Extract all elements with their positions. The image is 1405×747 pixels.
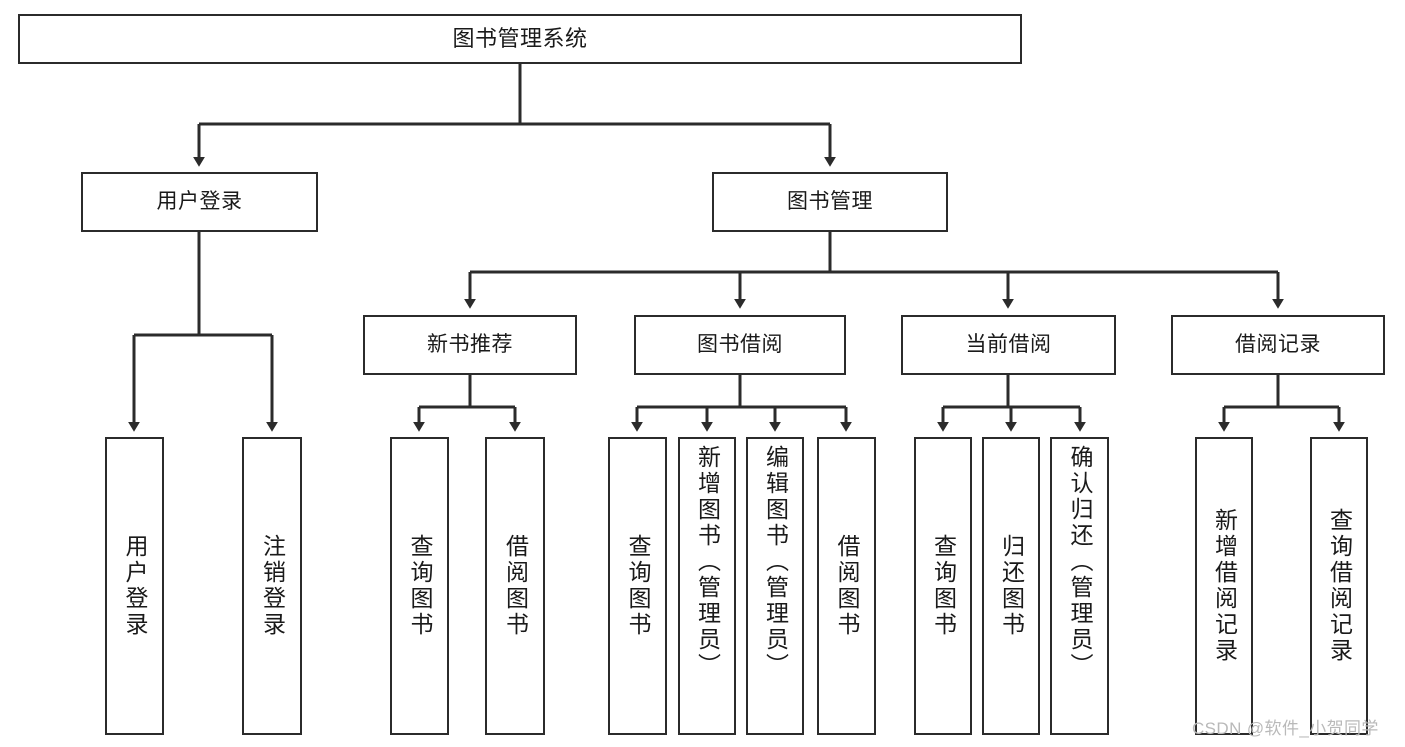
node-book-borrow-label: 图书借阅: [697, 332, 783, 356]
node-new-book-rec[interactable]: 新书推荐: [363, 315, 577, 375]
node-new-book-rec-label: 新书推荐: [427, 332, 513, 356]
node-leaf-user-login-label: 用户登录: [122, 534, 148, 638]
node-leaf-add-book-label: 新增图书（管理员）: [694, 445, 721, 679]
node-borrow-record-label: 借阅记录: [1235, 332, 1321, 356]
node-leaf-query-book-1[interactable]: 查询图书: [390, 437, 449, 735]
node-current-borrow[interactable]: 当前借阅: [901, 315, 1116, 375]
node-user-login[interactable]: 用户登录: [81, 172, 318, 232]
node-leaf-return-book-label: 归还图书: [998, 534, 1025, 638]
node-root-label: 图书管理系统: [452, 26, 588, 52]
node-borrow-record[interactable]: 借阅记录: [1171, 315, 1385, 375]
node-leaf-logout[interactable]: 注销登录: [242, 437, 302, 735]
node-book-manage-label: 图书管理: [787, 189, 873, 213]
node-book-borrow[interactable]: 图书借阅: [634, 315, 846, 375]
node-leaf-query-book-1-label: 查询图书: [407, 534, 433, 638]
node-leaf-query-book-2[interactable]: 查询图书: [608, 437, 667, 735]
node-leaf-edit-book-label: 编辑图书（管理员）: [762, 445, 789, 679]
node-leaf-query-book-3[interactable]: 查询图书: [914, 437, 972, 735]
node-leaf-add-book[interactable]: 新增图书（管理员）: [678, 437, 736, 735]
node-current-borrow-label: 当前借阅: [965, 332, 1052, 356]
node-leaf-add-record-label: 新增借阅记录: [1211, 508, 1238, 664]
node-leaf-confirm-return-label: 确认归还（管理员）: [1067, 445, 1093, 679]
node-leaf-add-record[interactable]: 新增借阅记录: [1195, 437, 1253, 735]
node-leaf-query-book-2-label: 查询图书: [625, 534, 651, 638]
node-leaf-confirm-return[interactable]: 确认归还（管理员）: [1050, 437, 1109, 735]
node-leaf-query-record[interactable]: 查询借阅记录: [1310, 437, 1368, 735]
node-leaf-logout-label: 注销登录: [259, 534, 286, 638]
node-leaf-query-book-3-label: 查询图书: [930, 534, 957, 638]
node-leaf-borrow-book-2-label: 借阅图书: [834, 534, 860, 638]
node-leaf-return-book[interactable]: 归还图书: [982, 437, 1040, 735]
node-user-login-label: 用户登录: [156, 189, 243, 213]
node-leaf-borrow-book-1[interactable]: 借阅图书: [485, 437, 545, 735]
node-leaf-borrow-book-1-label: 借阅图书: [502, 534, 529, 638]
csdn-watermark: CSDN @软件_小贺同学: [1192, 719, 1379, 738]
node-root[interactable]: 图书管理系统: [18, 14, 1022, 64]
node-leaf-borrow-book-2[interactable]: 借阅图书: [817, 437, 876, 735]
node-book-manage[interactable]: 图书管理: [712, 172, 948, 232]
node-leaf-query-record-label: 查询借阅记录: [1326, 508, 1353, 664]
node-leaf-user-login[interactable]: 用户登录: [105, 437, 164, 735]
node-leaf-edit-book[interactable]: 编辑图书（管理员）: [746, 437, 804, 735]
